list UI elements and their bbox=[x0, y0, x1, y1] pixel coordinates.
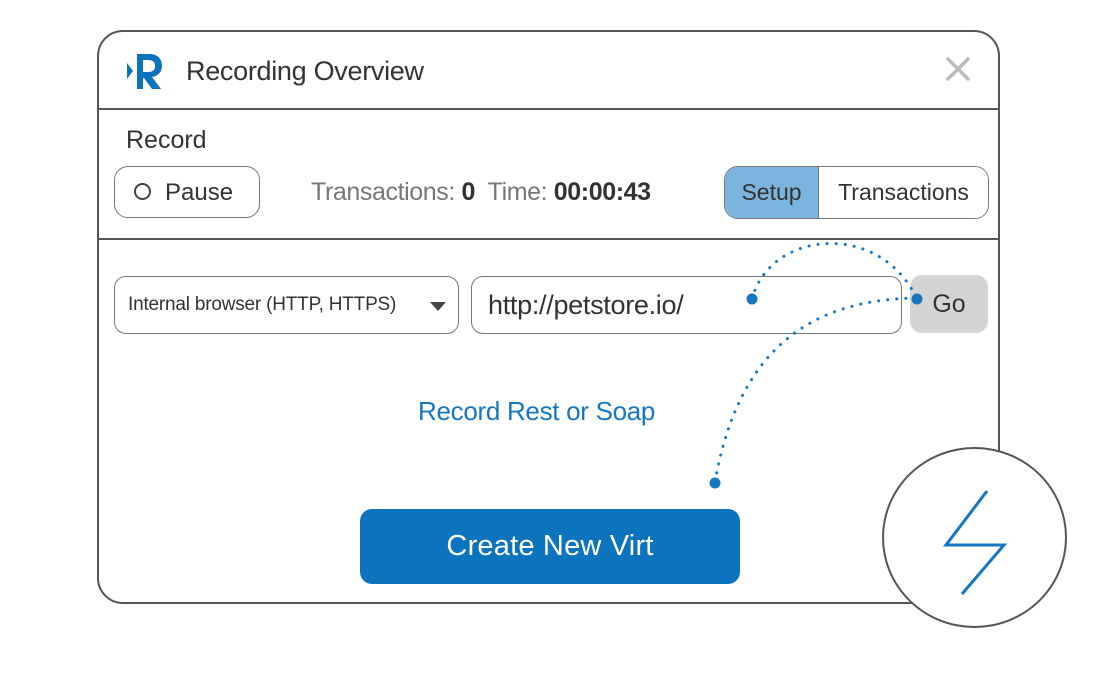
browser-select[interactable]: Internal browser (HTTP, HTTPS) bbox=[114, 276, 459, 334]
view-toggle: Setup Transactions bbox=[724, 166, 989, 219]
r-logo-icon bbox=[127, 54, 162, 89]
tab-transactions[interactable]: Transactions bbox=[819, 167, 988, 218]
pause-label: Pause bbox=[165, 179, 234, 206]
lightning-bolt-icon bbox=[942, 490, 1008, 595]
window-title: Recording Overview bbox=[186, 56, 424, 86]
lightning-bolt-badge bbox=[882, 447, 1067, 628]
record-rest-soap-link[interactable]: Record Rest or Soap bbox=[418, 396, 656, 426]
time-value: 00:00:43 bbox=[553, 178, 651, 206]
create-new-virt-button[interactable]: Create New Virt bbox=[360, 509, 740, 584]
recording-overview-dialog: Recording Overview Record Pause Transact… bbox=[97, 30, 1000, 604]
transactions-count: 0 bbox=[461, 178, 475, 206]
caret-down-icon bbox=[430, 302, 446, 311]
time-label: Time: bbox=[487, 178, 548, 206]
pause-button[interactable]: Pause bbox=[114, 166, 260, 218]
url-value: http://petstore.io/ bbox=[488, 290, 684, 320]
go-button[interactable]: Go bbox=[910, 275, 988, 333]
browser-select-value: Internal browser (HTTP, HTTPS) bbox=[128, 294, 397, 315]
url-input[interactable]: http://petstore.io/ bbox=[471, 276, 902, 334]
close-icon[interactable] bbox=[943, 54, 973, 84]
title-bar: Recording Overview bbox=[99, 32, 998, 110]
tab-setup[interactable]: Setup bbox=[725, 167, 819, 218]
section-divider bbox=[99, 238, 998, 240]
recording-stats: Transactions: 0 Time: 00:00:43 bbox=[311, 178, 651, 207]
transactions-label: Transactions: bbox=[311, 178, 455, 206]
radio-circle-icon bbox=[134, 183, 151, 200]
record-section-label: Record bbox=[126, 126, 207, 154]
